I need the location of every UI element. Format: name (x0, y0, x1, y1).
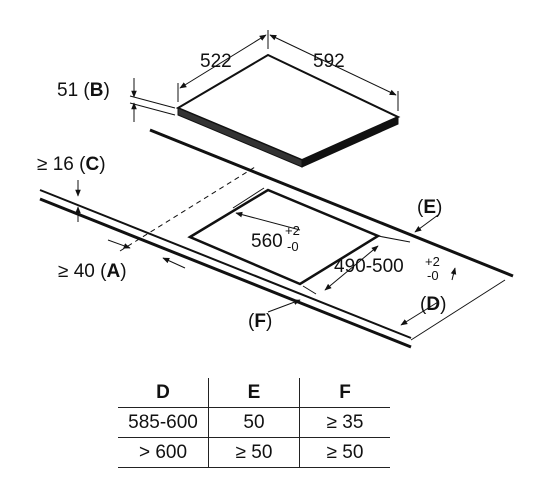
worktop-right-edge (410, 279, 506, 341)
dimension-line-490-500 (324, 245, 379, 291)
header-e: E (208, 378, 300, 408)
svg-text:560: 560 (251, 231, 283, 252)
clearance-table: D E F 585-600 50 ≥ 35 > 600 ≥ 50 ≥ 50 (118, 378, 390, 468)
dimension-line-560 (235, 211, 301, 231)
svg-text:+2: +2 (425, 254, 440, 269)
worktop (39, 128, 514, 349)
worktop-back-edge (149, 128, 514, 278)
label-cutout-width: 490-500 +2 -0 (334, 254, 440, 283)
header-f: F (299, 378, 390, 408)
dimension-line-e (414, 214, 439, 233)
label-f: (F) (248, 311, 272, 332)
table-cell: > 600 (118, 437, 209, 468)
table-cell: 50 (208, 407, 300, 438)
svg-text:-0: -0 (427, 268, 439, 283)
table-header-row: D E F (118, 378, 390, 408)
dimension-line-a (107, 239, 131, 249)
svg-text:-0: -0 (287, 239, 299, 254)
dimension-line-f (267, 299, 301, 313)
label-gap-c: ≥ 16 (C) (37, 154, 106, 175)
label-592: 592 (313, 51, 345, 72)
label-gap-a: ≥ 40 (A) (58, 261, 127, 282)
label-cutout-depth: 560 +2 -0 (251, 223, 300, 254)
hob-side-edge (301, 116, 399, 168)
dimension-line-592 (269, 34, 397, 96)
label-522: 522 (200, 51, 232, 72)
header-d: D (118, 378, 209, 408)
svg-text:490-500: 490-500 (334, 256, 404, 277)
hob-dimensions (129, 30, 399, 122)
worktop-front-top (39, 189, 412, 339)
table-cell: 585-600 (118, 407, 209, 438)
table-cell: ≥ 50 (208, 437, 300, 468)
table-cell: ≥ 50 (299, 437, 390, 468)
label-e: (E) (417, 197, 442, 218)
label-d: (D) (420, 294, 446, 315)
table-cell: ≥ 35 (299, 407, 390, 438)
label-thickness-b: 51 (B) (57, 80, 110, 101)
table-row: > 600 ≥ 50 ≥ 50 (118, 437, 390, 468)
worktop-front-bottom (39, 197, 412, 349)
svg-text:+2: +2 (285, 223, 300, 238)
dimension-line-522 (179, 34, 267, 89)
dimension-line-d (450, 267, 457, 281)
table-row: 585-600 50 ≥ 35 (118, 407, 390, 438)
cutout-dimensions (75, 180, 457, 326)
